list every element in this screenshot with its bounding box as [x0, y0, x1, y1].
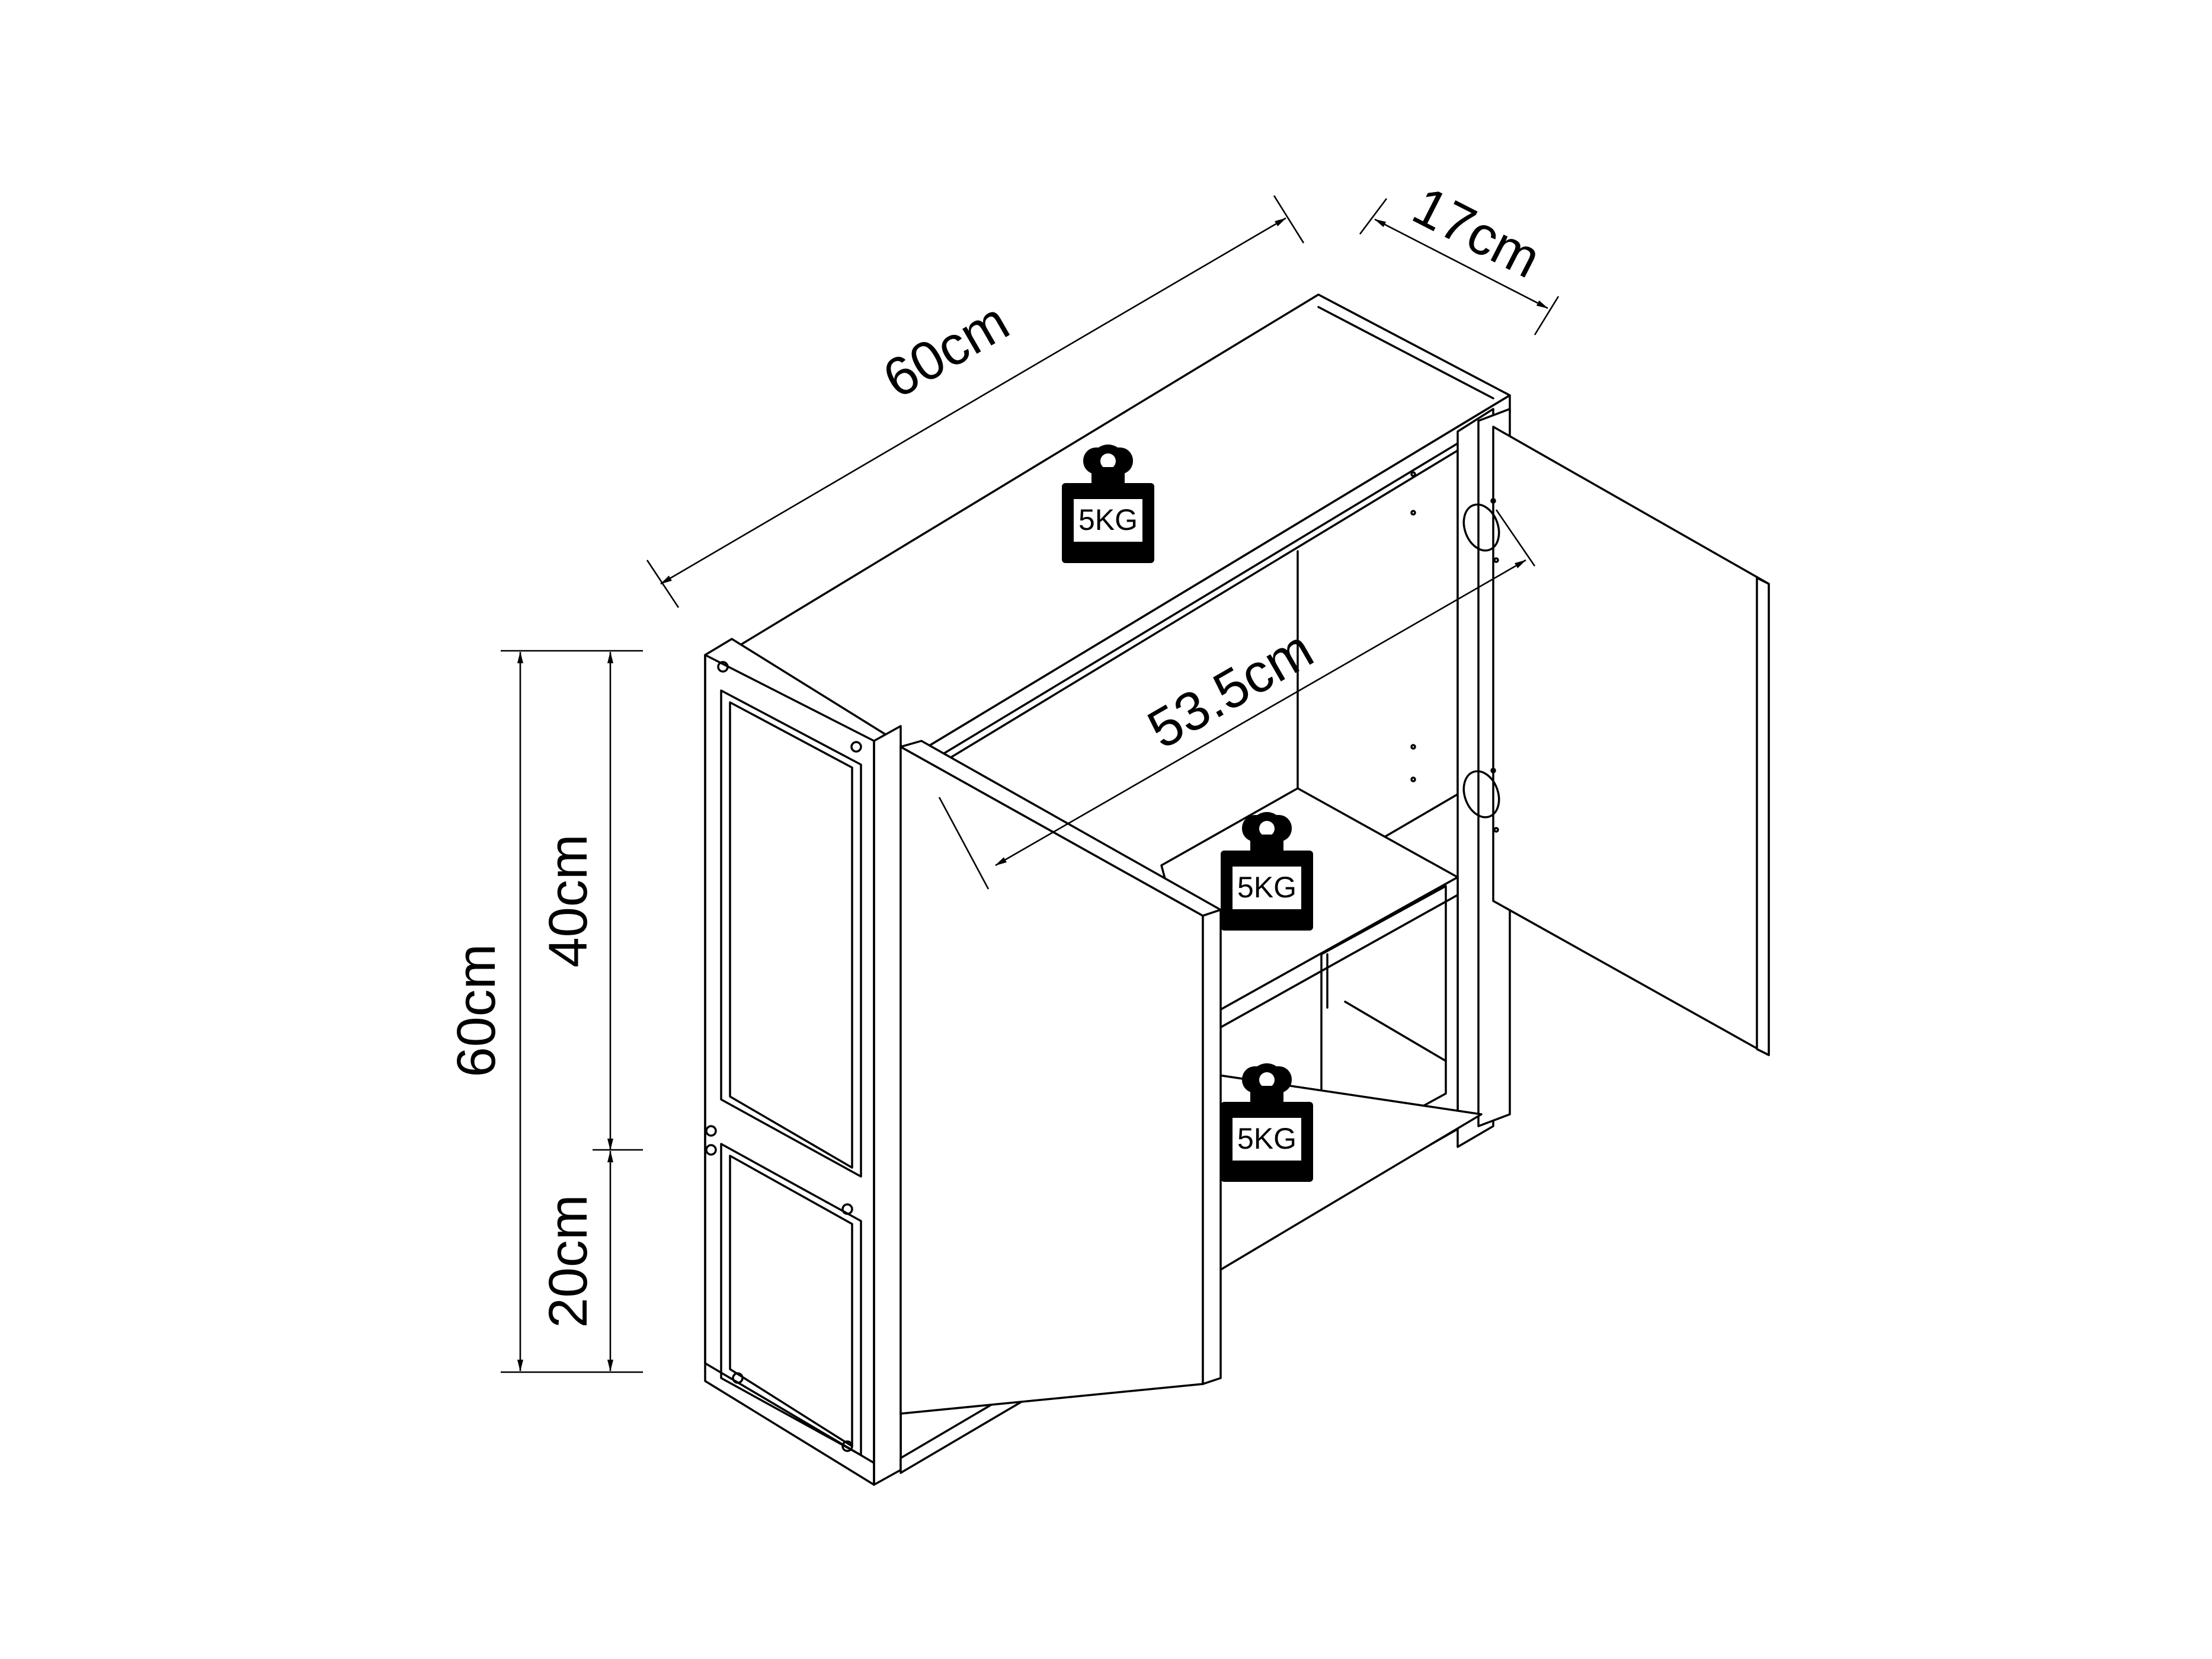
dimension-height-total: 60cm [446, 650, 643, 1373]
dim-label-height-total: 60cm [446, 944, 507, 1078]
left-side-frame [704, 638, 902, 1471]
svg-text:5KG: 5KG [1237, 1122, 1297, 1155]
dimension-height-upper: 40cm [538, 651, 643, 1151]
svg-text:5KG: 5KG [1237, 871, 1297, 904]
weight-icon [1221, 812, 1313, 931]
dim-label-depth-top: 17cm [1404, 175, 1550, 290]
svg-text:5KG: 5KG [1078, 503, 1138, 536]
dim-label-height-lower: 20cm [538, 1195, 598, 1328]
weight-badge-middle: 5KG [1221, 812, 1313, 931]
dimension-depth-top: 17cm [1359, 175, 1560, 335]
dimension-height-lower: 20cm [538, 1150, 613, 1372]
right-door [1492, 426, 1770, 1056]
weight-icon [1062, 445, 1154, 563]
weight-badge-bottom: 5KG [1221, 1063, 1313, 1182]
weight-icon [1221, 1063, 1313, 1182]
weight-badge-top: 5KG [1062, 445, 1154, 563]
dim-label-width-top: 60cm [873, 291, 1019, 410]
dim-label-height-upper: 40cm [538, 835, 598, 968]
